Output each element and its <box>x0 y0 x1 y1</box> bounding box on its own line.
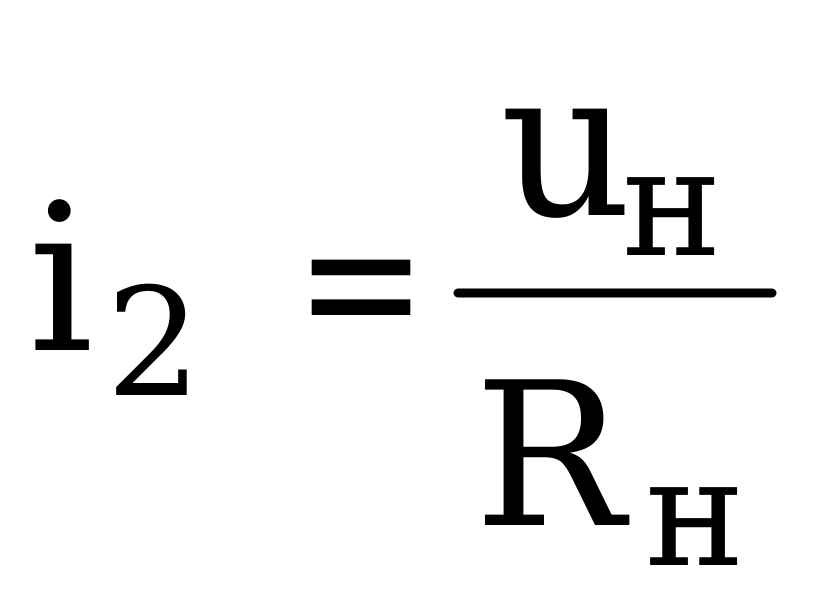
denominator-subscript: н <box>645 427 745 601</box>
lhs-subscript: 2 <box>106 257 201 431</box>
numerator-symbol: u <box>500 26 632 264</box>
equals-sign: = <box>295 165 427 398</box>
numerator-subscript: н <box>622 117 722 291</box>
lhs-symbol: i <box>28 161 94 399</box>
denominator-symbol: R <box>474 340 630 573</box>
